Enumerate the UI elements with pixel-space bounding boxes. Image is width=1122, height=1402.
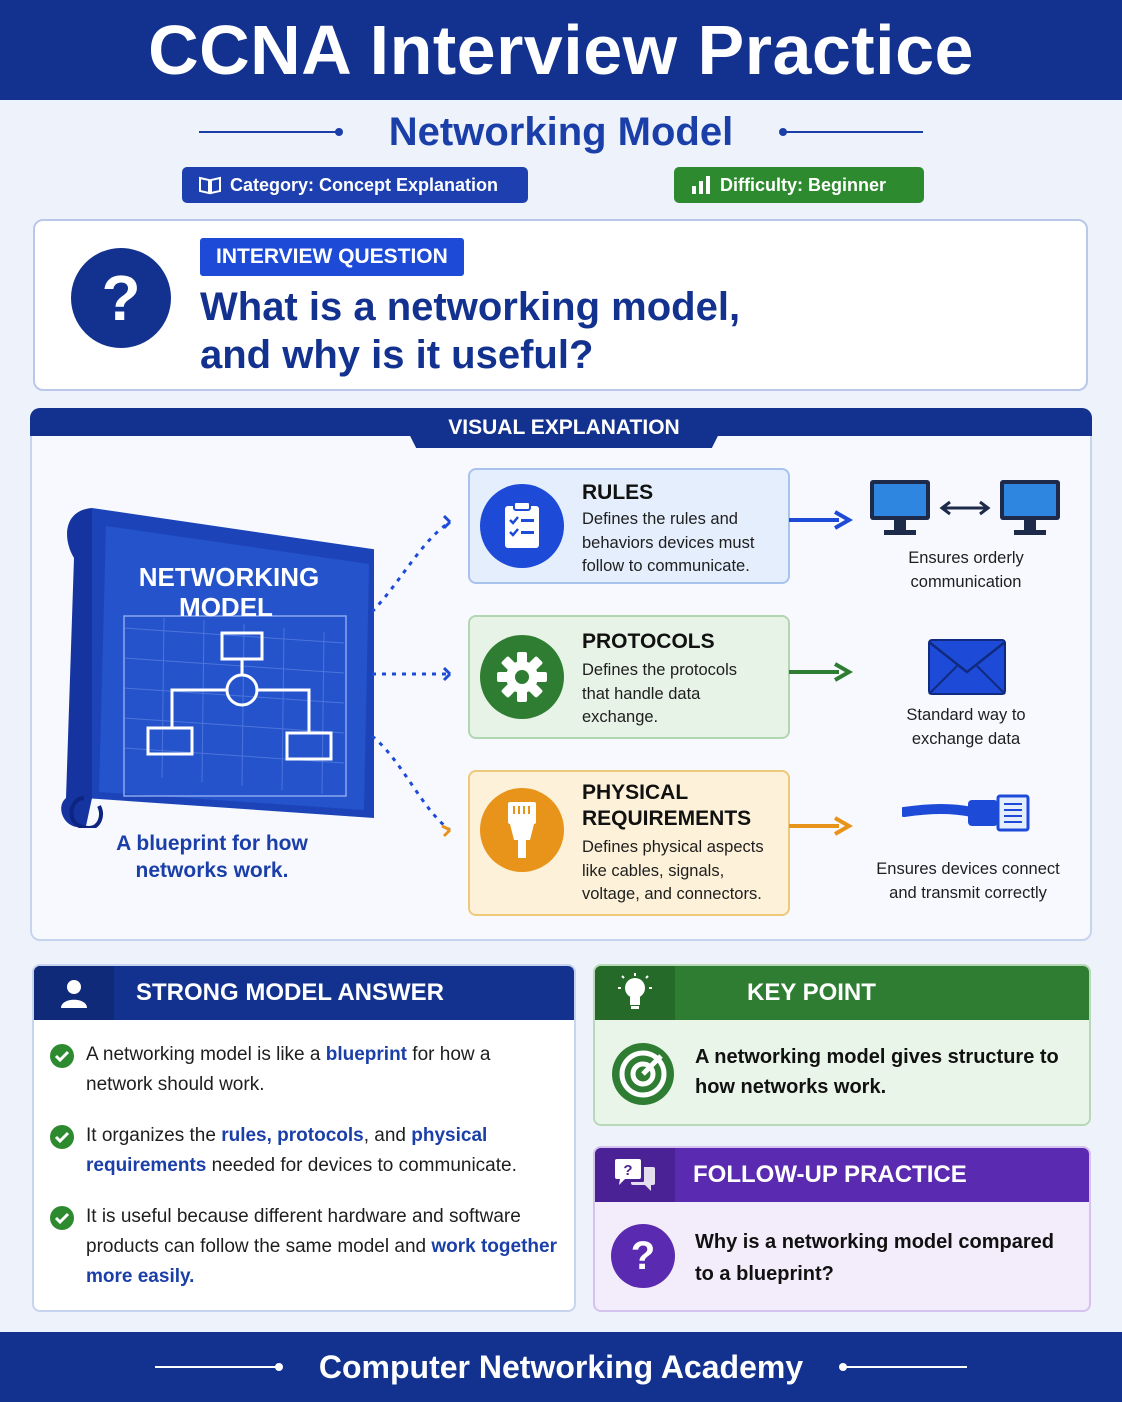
rules-result-line-1: Ensures orderly xyxy=(908,549,1024,567)
gear-icon xyxy=(480,635,564,719)
footer-banner: Computer Networking Academy xyxy=(0,1332,1122,1402)
blueprint-caption-line-1: A blueprint for how xyxy=(116,832,308,855)
rules-description: Defines the rules and behaviors devices … xyxy=(582,510,755,575)
book-icon xyxy=(199,176,221,195)
answer-point-1-text: A networking model is like a blueprint f… xyxy=(86,1044,491,1095)
question-text: What is a networking model, and why is i… xyxy=(200,283,1060,379)
header-banner: CCNA Interview Practice xyxy=(0,0,1122,100)
footer-line-right xyxy=(839,1363,968,1371)
page-title: CCNA Interview Practice xyxy=(148,11,974,89)
follow-up-card: ? FOLLOW-UP PRACTICE ? Why is a networki… xyxy=(593,1146,1091,1312)
blueprint-title-line-1: NETWORKING xyxy=(139,562,320,592)
person-icon xyxy=(34,966,114,1020)
page-subtitle: Networking Model xyxy=(388,109,734,154)
question-line-1: What is a networking model, xyxy=(200,285,741,329)
answer-point-2-text: It organizes the rules, protocols, and p… xyxy=(86,1125,517,1176)
dotted-connectors xyxy=(370,514,452,838)
lightbulb-icon xyxy=(595,966,675,1020)
divider-line-right xyxy=(779,128,924,136)
envelope-icon xyxy=(928,639,1006,695)
physical-title-line-1: PHYSICAL xyxy=(582,781,689,804)
difficulty-label: Difficulty: Beginner xyxy=(720,174,887,195)
arrow-right-icon xyxy=(789,662,853,682)
rules-result: Ensures orderly communication xyxy=(888,547,1044,594)
strong-answer-title: STRONG MODEL ANSWER xyxy=(136,979,445,1006)
key-point-title: KEY POINT xyxy=(747,979,876,1006)
clipboard-icon xyxy=(480,484,564,568)
question-mark-icon: ? xyxy=(71,248,171,348)
subtitle-row: Networking Model xyxy=(0,104,1122,160)
check-circle-icon xyxy=(50,1206,74,1230)
svg-text:?: ? xyxy=(623,1162,632,1179)
visual-explanation-panel: VISUAL EXPLANATION NETWORKING MODEL A bl… xyxy=(30,408,1092,941)
rules-title: RULES xyxy=(582,481,654,504)
question-line-2: and why is it useful? xyxy=(200,333,594,377)
difficulty-badge: Difficulty: Beginner xyxy=(674,167,924,203)
target-icon xyxy=(612,1043,674,1105)
protocols-title: PROTOCOLS xyxy=(582,630,715,653)
arrow-right-icon xyxy=(789,510,853,530)
physical-requirements-title: PHYSICAL REQUIREMENTS xyxy=(582,780,751,832)
blueprint-caption-line-2: networks work. xyxy=(135,859,289,882)
follow-up-header: ? FOLLOW-UP PRACTICE xyxy=(595,1148,1089,1202)
footer-line-left xyxy=(154,1363,283,1371)
blueprint-title-line-2: MODEL xyxy=(179,592,273,622)
computers-icon xyxy=(870,480,1060,535)
protocols-result-line-1: Standard way to xyxy=(906,706,1026,724)
ethernet-connector-icon xyxy=(480,788,564,872)
visual-explanation-title: VISUAL EXPLANATION xyxy=(396,408,732,448)
category-label: Category: Concept Explanation xyxy=(230,174,499,195)
question-mark-icon: ? xyxy=(611,1224,675,1288)
rules-result-line-2: communication xyxy=(910,572,1022,591)
physical-title-line-2: REQUIREMENTS xyxy=(582,807,752,830)
answer-point-3-text: It is useful because different hardware … xyxy=(86,1206,557,1287)
protocols-result: Standard way to exchange data xyxy=(888,704,1044,751)
strong-answer-header: STRONG MODEL ANSWER xyxy=(34,966,574,1020)
key-point-header: KEY POINT xyxy=(595,966,1089,1020)
follow-up-title: FOLLOW-UP PRACTICE xyxy=(693,1161,967,1188)
physical-result-line-2: and transmit correctly xyxy=(889,883,1047,902)
answer-point-3: It is useful because different hardware … xyxy=(48,1202,558,1292)
answer-point-2: It organizes the rules, protocols, and p… xyxy=(48,1121,558,1181)
footer-text: Computer Networking Academy xyxy=(318,1348,804,1385)
rules-card: RULES Defines the rules and behaviors de… xyxy=(468,468,790,584)
key-point-text: A networking model gives structure to ho… xyxy=(695,1046,1059,1098)
key-point-card: KEY POINT A networking model gives struc… xyxy=(593,964,1091,1126)
interview-question-badge: INTERVIEW QUESTION xyxy=(200,238,464,276)
answer-point-1: A networking model is like a blueprint f… xyxy=(48,1040,558,1100)
ethernet-cable-icon xyxy=(902,794,1030,832)
category-badge: Category: Concept Explanation xyxy=(182,167,528,203)
check-circle-icon xyxy=(50,1044,74,1068)
bar-chart-icon xyxy=(692,176,710,194)
chat-bubble-icon: ? xyxy=(595,1148,675,1202)
question-card: ? INTERVIEW QUESTION What is a networkin… xyxy=(33,219,1088,391)
blueprint-illustration: NETWORKING MODEL xyxy=(61,508,374,828)
physical-result: Ensures devices connect and transmit cor… xyxy=(862,858,1074,905)
divider-line-left xyxy=(198,128,343,136)
protocols-description: Defines the protocols that handle data e… xyxy=(582,661,738,726)
protocols-result-line-2: exchange data xyxy=(911,729,1021,748)
protocols-card: PROTOCOLS Defines the protocols that han… xyxy=(468,615,790,739)
arrow-right-icon xyxy=(789,816,853,836)
physical-requirements-card: PHYSICAL REQUIREMENTS Defines physical a… xyxy=(468,770,790,916)
follow-up-question: Why is a networking model compared to a … xyxy=(695,1231,1054,1285)
strong-answer-card: STRONG MODEL ANSWER A networking model i… xyxy=(32,964,576,1312)
blueprint-caption: A blueprint for how networks work. xyxy=(92,830,332,884)
physical-requirements-description: Defines physical aspects like cables, si… xyxy=(582,838,764,903)
physical-result-line-1: Ensures devices connect xyxy=(876,860,1060,878)
check-circle-icon xyxy=(50,1125,74,1149)
